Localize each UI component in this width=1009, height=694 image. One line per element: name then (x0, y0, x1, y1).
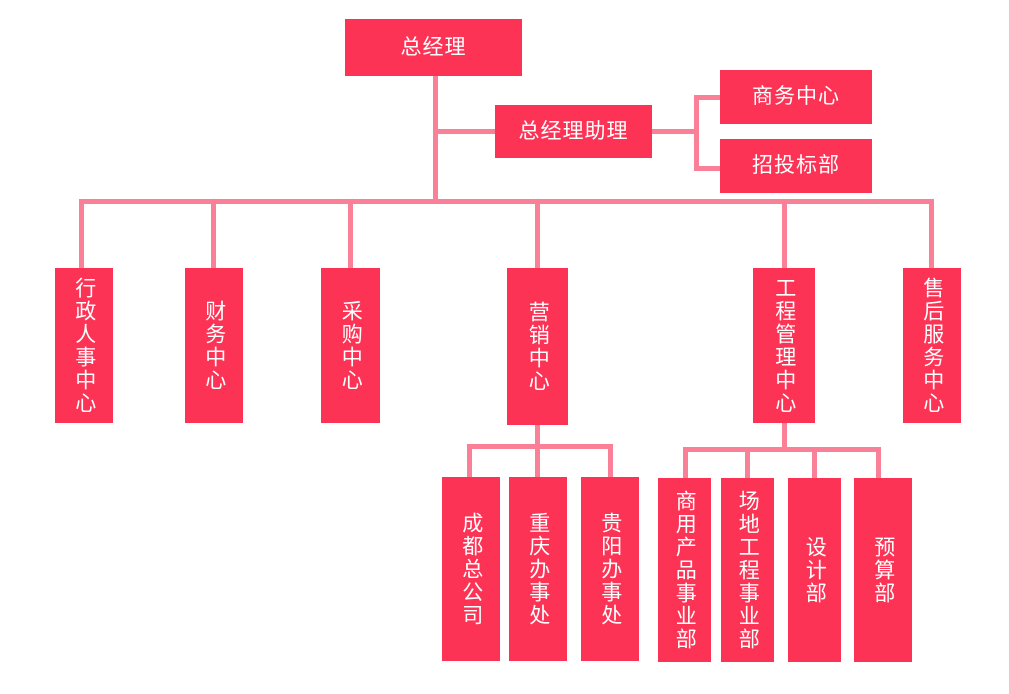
connector-to-bidding-dept (694, 166, 722, 171)
connector-drop-site-engineering (745, 447, 750, 479)
connector-assistant-riser (694, 95, 699, 171)
node-bidding-dept[interactable]: 招投标部 (720, 139, 872, 193)
node-finance-center[interactable]: 财务中心 (185, 268, 243, 423)
node-general-manager[interactable]: 总经理 (345, 19, 522, 76)
node-design-dept[interactable]: 设计部 (788, 478, 841, 662)
node-guiyang-office[interactable]: 贵阳办事处 (581, 477, 639, 661)
connector-to-business-center (694, 95, 722, 100)
node-admin-hr-center[interactable]: 行政人事中心 (55, 268, 113, 423)
connector-drop-design (812, 447, 817, 479)
connector-drop-admin-hr (79, 199, 84, 269)
connector-drop-chongqing (535, 444, 540, 478)
node-after-sales-center[interactable]: 售后服务中心 (903, 268, 961, 423)
node-purchasing-center[interactable]: 采购中心 (321, 268, 380, 423)
connector-marketing-stem (535, 425, 540, 449)
node-business-center[interactable]: 商务中心 (720, 70, 872, 124)
connector-drop-commercial-product (683, 447, 688, 479)
connector-gm-to-assistant (433, 129, 498, 134)
connector-main-bus (79, 199, 933, 204)
connector-drop-finance (211, 199, 216, 269)
connector-marketing-bus (467, 444, 613, 449)
connector-engineering-stem (782, 423, 787, 451)
node-engineering-mgmt-center[interactable]: 工程管理中心 (753, 268, 815, 423)
node-chengdu-head-office[interactable]: 成都总公司 (442, 477, 500, 661)
connector-engineering-bus (683, 447, 881, 452)
connector-assistant-out (651, 129, 699, 134)
node-gm-assistant[interactable]: 总经理助理 (495, 105, 652, 158)
connector-drop-guiyang (608, 444, 613, 478)
connector-drop-after-sales (929, 199, 934, 269)
connector-drop-budget (876, 447, 881, 479)
connector-drop-engineering (782, 199, 787, 269)
node-commercial-product-div[interactable]: 商用产品事业部 (658, 478, 711, 662)
connector-drop-marketing (535, 199, 540, 269)
connector-gm-stem (433, 74, 438, 202)
node-budget-dept[interactable]: 预算部 (854, 478, 912, 662)
connector-drop-purchasing (348, 199, 353, 269)
node-marketing-center[interactable]: 营销中心 (507, 268, 568, 425)
node-chongqing-office[interactable]: 重庆办事处 (509, 477, 567, 661)
node-site-engineering-div[interactable]: 场地工程事业部 (721, 478, 774, 662)
connector-drop-chengdu (467, 444, 472, 478)
